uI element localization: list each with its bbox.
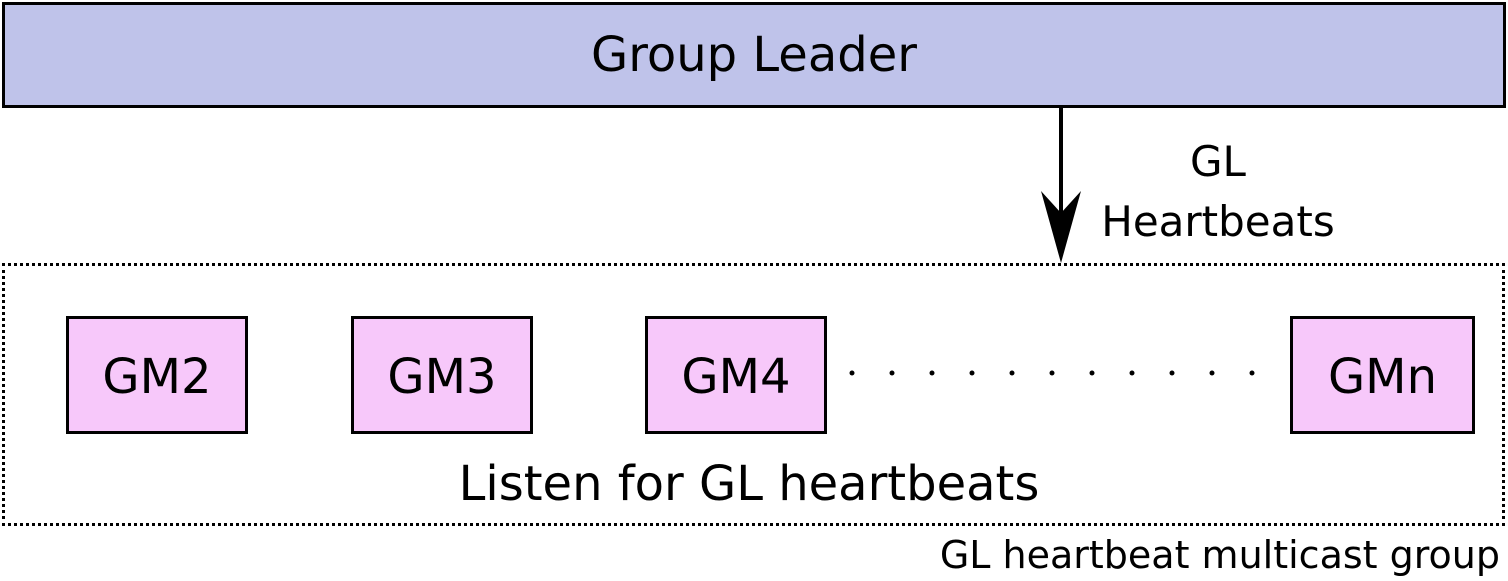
heartbeat-flow-label: GL Heartbeats [1090,132,1346,252]
heartbeat-flow-label-line1: GL [1190,137,1246,186]
group-member-label: GM2 [102,349,212,405]
group-member-label: GM3 [387,349,497,405]
group-leader-label: Group Leader [591,27,917,83]
group-member-gmn: GMn [1290,316,1475,434]
group-caption: Listen for GL heartbeats [458,456,1040,512]
group-member-label: GM4 [681,349,791,405]
multicast-group-boundary [2,263,1505,526]
group-member-gm4: GM4 [645,316,827,434]
group-member-label: GMn [1327,349,1438,405]
heartbeat-flow-label-line2: Heartbeats [1101,197,1335,246]
group-member-gm2: GM2 [66,316,248,434]
group-leader-box: Group Leader [2,2,1506,108]
members-ellipsis [849,370,1255,376]
group-member-gm3: GM3 [351,316,533,434]
heartbeat-arrow [1041,105,1081,263]
multicast-group-name: GL heartbeat multicast group [939,533,1500,577]
